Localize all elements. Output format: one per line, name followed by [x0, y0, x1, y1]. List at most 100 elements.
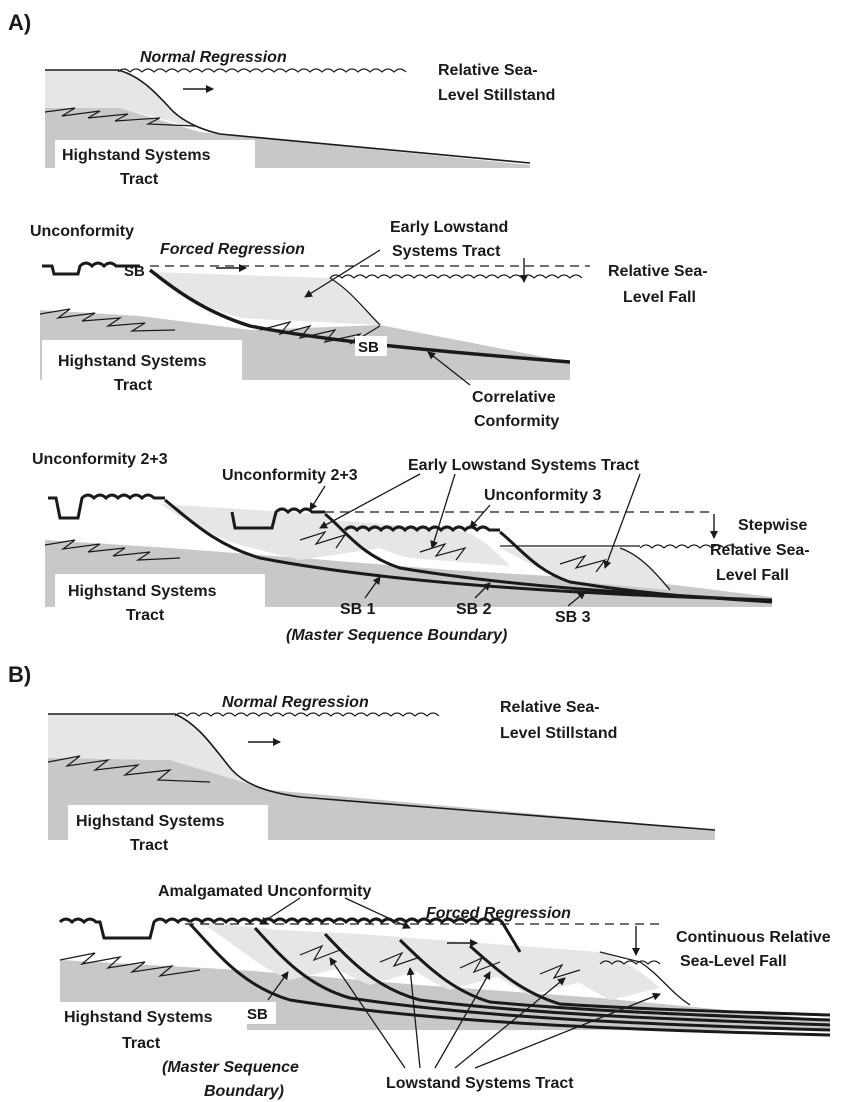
highstand-label: Highstand Systems [58, 353, 207, 370]
amalgamated-unconformity [188, 917, 522, 953]
sb2-label: SB 2 [456, 601, 492, 618]
clinoform-teeth [44, 107, 196, 127]
highstand-label: Highstand Systems [62, 147, 211, 164]
amalgamated-pointer [344, 897, 411, 929]
lowstand-pointer [454, 977, 566, 1069]
sea-level-waves [639, 544, 737, 549]
sea-level-waves [117, 68, 407, 73]
clinoform-teeth [39, 308, 176, 332]
highstand-label: Highstand Systems [68, 583, 217, 600]
correlative-conformity-label: Correlative [472, 389, 556, 406]
lowstand-profile [329, 277, 381, 326]
lowstand-wedge-2 [330, 520, 510, 566]
sea-level-label: Level Fall [623, 289, 696, 306]
highstand-label: Highstand Systems [64, 1009, 213, 1026]
sb-label-box [242, 1002, 276, 1024]
label-backing [68, 805, 268, 840]
sea-level-waves [329, 274, 583, 279]
clinoform-teeth [47, 755, 211, 783]
sequence-boundary-1 [164, 498, 773, 602]
early-lowstand-label: Systems Tract [392, 243, 501, 260]
sea-level-label: Level Stillstand [500, 725, 617, 742]
correlative-conformity-label: Conformity [474, 413, 559, 430]
highstand-label: Tract [130, 837, 169, 854]
sb-label: SB [124, 263, 145, 280]
unconformity-2 [230, 507, 325, 530]
label-backing [55, 574, 265, 607]
highstand-label: Tract [114, 377, 153, 394]
sb-pointer [567, 591, 586, 607]
lowstand-wedge-1 [160, 504, 380, 560]
sb3-label: SB 3 [555, 609, 591, 626]
depositional-profile [45, 69, 531, 164]
unconformity-line [42, 261, 140, 276]
sea-level-label: Relative Sea- [438, 62, 538, 79]
forced-regression-label: Forced Regression [160, 241, 305, 258]
unconformity-3-label: Unconformity 3 [484, 487, 601, 504]
panel-b-bottom: Amalgamated Unconformity Forced Regressi… [58, 883, 831, 1100]
lowstand-pointer [406, 967, 421, 1069]
unconformity-pointer [469, 504, 491, 529]
lowstand-pointer [319, 473, 421, 529]
label-backing [55, 140, 255, 168]
unconformity-3 [343, 525, 500, 533]
prograding-wedge [48, 714, 275, 792]
sb1-label: SB 1 [340, 601, 376, 618]
lowstand-profile [599, 951, 691, 1006]
panel-a-letter: A) [8, 10, 31, 35]
sb-label: SB [358, 339, 379, 356]
amalgamated-unconformity-label: Amalgamated Unconformity [158, 883, 371, 900]
unconformity-pointer [309, 485, 326, 511]
unconformity-label: Unconformity 2+3 [32, 451, 168, 468]
depositional-profile [48, 713, 716, 831]
label-backing [42, 340, 242, 380]
master-sequence-boundary-label: Boundary) [204, 1083, 284, 1100]
sb-pointer [267, 971, 289, 1001]
forced-regression-label: Forced Regression [426, 905, 571, 922]
clinoform-teeth [59, 952, 201, 977]
sequence-boundaries [188, 922, 831, 1037]
sequence-boundary-3 [499, 530, 773, 604]
normal-regression-label: Normal Regression [140, 49, 287, 66]
highstand-label: Tract [126, 607, 165, 624]
early-lowstand-label: Early Lowstand [390, 219, 508, 236]
normal-regression-label: Normal Regression [222, 694, 369, 711]
unconformity-label: Unconformity [30, 223, 134, 240]
lowstand-pointer [430, 473, 456, 549]
sb-label: SB [247, 1006, 268, 1023]
early-lowstand-wedge [150, 272, 380, 325]
sea-level-label: Relative Sea- [710, 542, 810, 559]
lowstand-pointer [434, 971, 491, 1069]
lowstand-wedges [200, 922, 660, 1000]
sea-level-waves [599, 960, 661, 965]
sb-pointer [474, 582, 491, 599]
early-lowstand-label: Early Lowstand Systems Tract [408, 457, 640, 474]
panel-b-top: Normal Regression Relative Sea- Level St… [47, 694, 716, 854]
unconformity-1 [48, 493, 165, 520]
panel-a-middle: Unconformity Forced Regression SB SB Ear… [30, 219, 708, 430]
lowstand-systems-tract-label: Lowstand Systems Tract [386, 1075, 574, 1092]
label-backing [62, 1002, 247, 1030]
lowstand-pointer [304, 249, 381, 298]
sea-level-label: Continuous Relative [676, 929, 831, 946]
unconformity-label: Unconformity 2+3 [222, 467, 358, 484]
lowstand-pointer [603, 473, 641, 569]
sea-level-label: Relative Sea- [500, 699, 600, 716]
prograding-wedge [45, 70, 210, 132]
sea-level-label: Relative Sea- [608, 263, 708, 280]
sea-level-label: Sea-Level Fall [680, 953, 787, 970]
sb-pointer [364, 576, 381, 599]
master-sequence-boundary-label: (Master Sequence Boundary) [286, 627, 507, 644]
amalgamated-pointer [259, 897, 301, 925]
sb-label-box [355, 336, 387, 356]
highstand-label: Tract [122, 1035, 161, 1052]
panel-b-letter: B) [8, 662, 31, 687]
highstand-label: Tract [120, 171, 159, 188]
highstand-label: Highstand Systems [76, 813, 225, 830]
lowstand-pointer [329, 957, 406, 1069]
sequence-boundary [148, 268, 571, 364]
lowstand-clinoforms [299, 944, 581, 980]
panel-a-bottom: Unconformity 2+3 Unconformity 2+3 Early … [32, 451, 810, 644]
